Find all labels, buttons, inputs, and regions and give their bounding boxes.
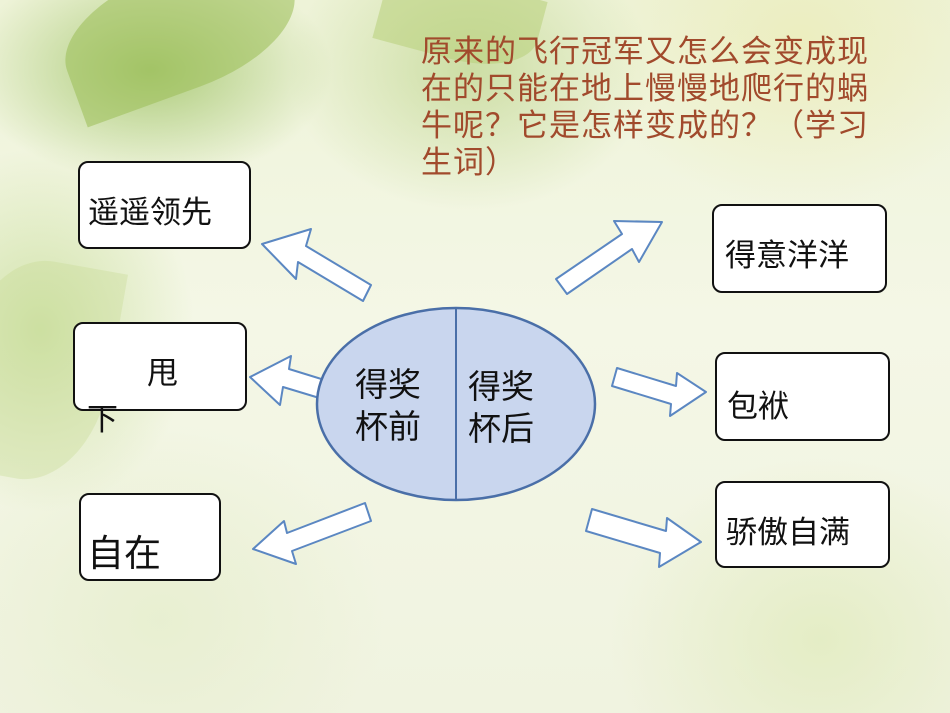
arrow-right [611,367,707,417]
word-box-right-2: 包袱 [715,352,890,441]
arrow-up-left [261,228,372,302]
word-box-right-3: 骄傲自满 [715,481,890,568]
word-text: 甩 [147,356,178,392]
word-box-left-2: 甩 下 [73,322,247,438]
word-text: 遥遥领先 [88,195,212,231]
question-text: 原来的飞行冠军又怎么会变成现在的只能在地上慢慢地爬行的蜗牛呢？它是怎样变成的？（… [421,34,869,181]
word-text: 骄傲自满 [726,515,850,551]
after-trophy-label: 得奖杯后 [468,367,534,448]
word-box-right-1: 得意洋洋 [712,204,887,293]
word-overflow-text: 下 [87,402,118,438]
word-box-left-3: 自在 [79,493,221,581]
arrow-down-left [252,502,372,565]
word-text: 包袱 [727,389,789,425]
word-text: 自在 [87,532,161,575]
word-text: 得意洋洋 [725,238,849,274]
before-trophy-label: 得奖杯前 [355,365,421,446]
arrow-up-right [555,220,663,295]
word-box-left-1: 遥遥领先 [78,161,251,249]
arrow-down-right [585,508,702,568]
